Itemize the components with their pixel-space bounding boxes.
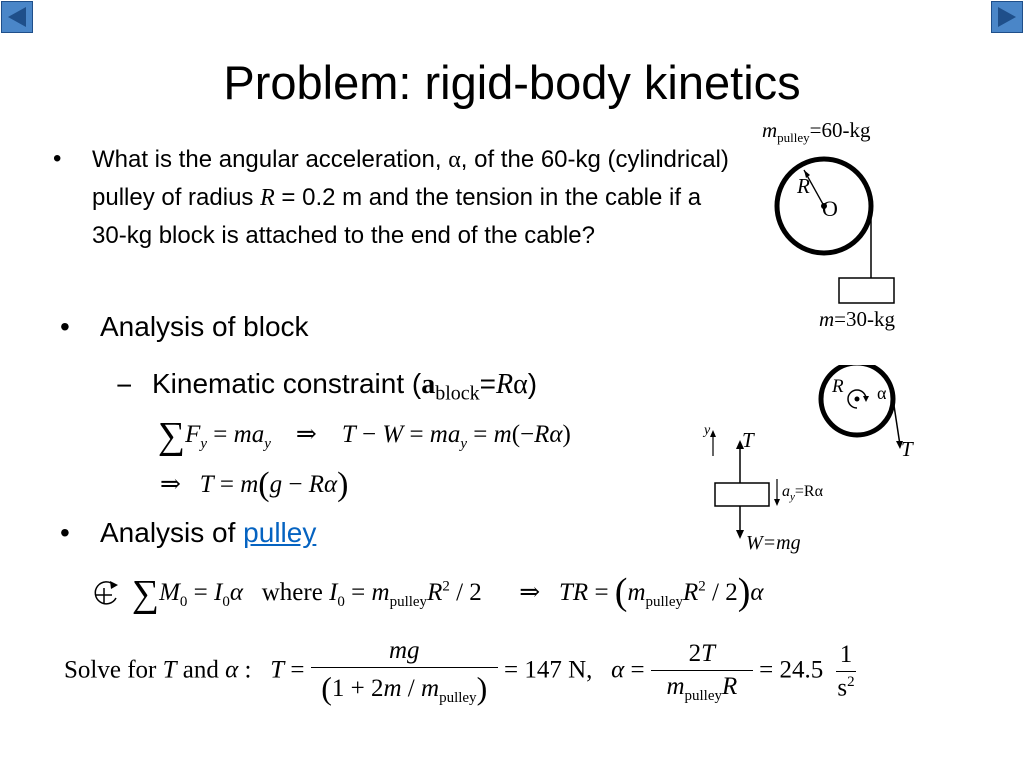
fraction-T: mg (1 + 2m / mpulley) [310,637,498,707]
fbd-alpha-label: α [877,383,887,403]
solve-and: and [182,656,219,684]
fbd-R-label: R [832,376,844,397]
constraint-alpha: α [513,369,528,400]
kinematic-constraint: Kinematic constraint (ablock=Rα) [152,368,537,406]
radius-label: R [797,174,810,198]
pulley-link[interactable]: pulley [243,517,317,548]
bullet-dot: • [60,517,70,548]
equation-force-block: ∑Fy = may ⇒ T − W = may = m(−Rα) [158,415,571,457]
equation-tension: ⇒ T = m(g − Rα) [160,466,349,503]
pulley-analysis-label: Analysis of [100,517,244,548]
solve-label: Solve for [64,656,157,684]
pulley-sub: pulley [777,130,810,146]
constraint-a: a [421,369,436,400]
question-text: What is the angular acceleration, α, of … [92,141,732,254]
solve-line: Solve for T and α : T = mg (1 + 2m / mpu… [64,637,857,707]
bullet-dot: • [53,145,62,172]
question-part2: , of the 60-kg (cylindrical) pulley of r… [92,146,729,211]
fbd-T-label: T [742,428,754,452]
fbd-weight-label: W=mg [746,532,801,554]
slide-title: Problem: rigid-body kinetics [223,56,801,109]
block-mass-label: m=30-kg [819,307,896,331]
fbd-T-right-label: T [901,437,913,461]
pulley-mass-value: =60-kg [809,118,871,142]
next-slide-button[interactable] [991,1,1023,33]
fbd-y-label: y [704,423,711,438]
question-part1: What is the angular acceleration, [92,146,449,173]
result-alpha: 24.5 [779,656,824,684]
equation-moment: ∑M0 = I0α where I0 = mpulleyR2 / 2 ⇒ TR … [132,571,764,615]
pulley-block-figure: mpulley=60-kg R O m=30-kg [740,115,930,335]
block-analysis-label: Analysis of block [100,311,309,342]
fbd-acceleration-label: ay=Rα [782,483,823,504]
pulley-mass-label: mpulley=60-kg [762,118,871,146]
result-T: 147 N, [524,656,593,684]
question-alpha: α [448,147,461,173]
constraint-sub: block [435,382,480,405]
free-body-diagram: R α T y T ay=Rα W=mg [700,365,940,565]
center-label: O [822,196,838,221]
bullet-dot: • [60,311,70,342]
block-rect [838,277,895,304]
constraint-eq: = [479,368,497,399]
fraction-units: 1 s2 [835,641,857,702]
triangle-right-icon [998,7,1016,27]
question-R: R [260,185,275,211]
previous-slide-button[interactable] [1,1,33,33]
m-symbol: m [762,118,778,142]
constraint-prefix: Kinematic constraint ( [152,368,422,399]
constraint-R: R [496,369,514,400]
triangle-left-icon [8,7,26,27]
rotation-direction-icon [88,576,124,615]
question-part3: = 0.2 m and the tension in the cable if … [92,184,702,249]
fraction-alpha: 2T mpulleyR [650,640,753,705]
constraint-suffix: ) [527,368,538,399]
fbd-block-rect [714,482,770,507]
dash-bullet: − [116,370,133,401]
pulley-analysis: Analysis of pulley [100,517,316,549]
